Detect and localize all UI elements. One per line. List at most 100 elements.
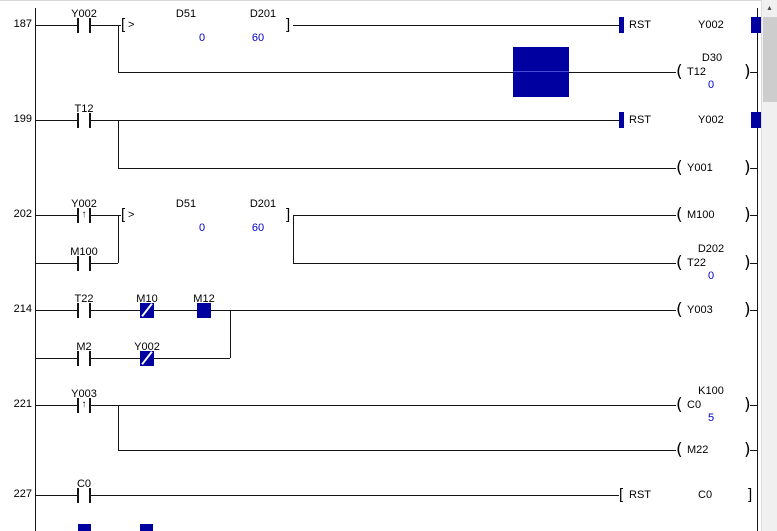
coil-t12[interactable]: T12 (687, 66, 706, 78)
contact-label: Y002 (71, 198, 97, 210)
contact-bar (77, 208, 79, 223)
nc-slash (141, 303, 153, 317)
wire-h (750, 310, 757, 311)
wire-h (750, 215, 757, 216)
contact-m100[interactable] (77, 256, 91, 271)
contact-y002-pulse[interactable]: ↑ (77, 208, 91, 223)
contact-m12-energized[interactable] (197, 303, 211, 318)
compare-operand-1[interactable]: D51 (175, 198, 197, 210)
compare-close-bracket: ] (286, 16, 291, 33)
wire-h (750, 263, 757, 264)
wire-h (35, 263, 118, 264)
rst-device[interactable]: Y002 (698, 19, 724, 31)
wire-h (293, 25, 619, 26)
contact-bar (77, 303, 79, 318)
coil-y001[interactable]: Y001 (687, 162, 713, 174)
wire-h (35, 310, 676, 311)
coil-open-paren: ( (676, 395, 683, 415)
wire-v (118, 405, 119, 450)
monitor-value: 60 (251, 32, 265, 44)
wire-v (118, 215, 119, 263)
wire-h (293, 215, 676, 216)
edit-cursor[interactable] (513, 47, 569, 97)
contact-c0[interactable] (77, 488, 91, 503)
monitor-value: 0 (198, 32, 206, 44)
contact-bar (209, 303, 211, 318)
rst-device[interactable]: Y002 (698, 114, 724, 126)
contact-bar (89, 208, 91, 223)
compare-operand-2[interactable]: D201 (249, 8, 277, 20)
contact-label: M100 (70, 246, 98, 258)
compare-operand-2[interactable]: D201 (249, 198, 277, 210)
contact-bar (77, 113, 79, 128)
wire-h (35, 405, 676, 406)
monitor-value: 0 (707, 270, 715, 282)
coil-close-paren: ) (744, 440, 751, 460)
contact-bar (77, 398, 79, 413)
coil-m100[interactable]: M100 (687, 209, 715, 221)
compare-operand-1[interactable]: D51 (175, 8, 197, 20)
rst-device[interactable]: C0 (698, 489, 713, 501)
compare-operator[interactable]: > (128, 209, 135, 221)
contact-m10-nc-energized[interactable] (140, 303, 154, 318)
contact-bar (89, 303, 91, 318)
coil-open-paren: ( (676, 440, 683, 460)
contact-bar (77, 351, 79, 366)
partial-contact-energized (78, 524, 91, 531)
wire-h (293, 263, 676, 264)
coil-close-paren: ) (744, 62, 751, 82)
coil-close-paren: ) (744, 253, 751, 273)
rst-instruction[interactable]: RST (629, 19, 651, 31)
contact-t12[interactable] (77, 113, 91, 128)
coil-preset: D30 (701, 52, 723, 64)
pulse-arrow-icon: ↑ (81, 399, 87, 410)
rung-214-number: 214 (13, 303, 32, 315)
rung-221-number: 221 (13, 398, 32, 410)
rst-close-bracket: ] (748, 486, 753, 503)
cursor-wire (513, 71, 569, 72)
contact-bar (89, 398, 91, 413)
coil-close-paren: ) (744, 395, 751, 415)
wire-v (118, 120, 119, 168)
contact-bar (89, 113, 91, 128)
power-flow-cap (751, 112, 763, 128)
coil-t22[interactable]: T22 (687, 257, 706, 269)
rst-instruction[interactable]: RST (629, 114, 651, 126)
contact-m2[interactable] (77, 351, 91, 366)
top-border (0, 0, 777, 1)
rst-open-bracket-energized (619, 112, 624, 128)
rst-instruction[interactable]: RST (629, 489, 651, 501)
compare-open-bracket: [ (121, 206, 126, 223)
coil-y003[interactable]: Y003 (687, 304, 713, 316)
contact-bar (77, 488, 79, 503)
rung-202-number: 202 (13, 208, 32, 220)
wire-h (750, 450, 757, 451)
wire-h (118, 450, 676, 451)
contact-t22[interactable] (77, 303, 91, 318)
contact-bar (89, 488, 91, 503)
wire-h (118, 168, 676, 169)
scrollbar-thumb[interactable] (763, 17, 777, 102)
vertical-scrollbar[interactable]: ▲ (761, 0, 777, 531)
contact-bar (77, 18, 79, 33)
coil-c0[interactable]: C0 (687, 399, 702, 411)
monitor-value: 5 (707, 412, 715, 424)
wire-h (750, 168, 757, 169)
rung-199-number: 199 (13, 113, 32, 125)
rung-227-number: 227 (13, 488, 32, 500)
contact-label: M10 (136, 293, 158, 305)
coil-m22[interactable]: M22 (687, 444, 709, 456)
coil-close-paren: ) (744, 205, 751, 225)
compare-operator[interactable]: > (128, 19, 135, 31)
contact-label: M12 (193, 293, 215, 305)
rst-open-bracket: [ (619, 486, 624, 503)
contact-y002[interactable] (77, 18, 91, 33)
contact-y002-nc-energized[interactable] (140, 351, 154, 366)
contact-bar (197, 303, 199, 318)
monitor-value: 60 (251, 222, 265, 234)
coil-open-paren: ( (676, 158, 683, 178)
contact-label: C0 (76, 478, 92, 490)
contact-y003-pulse[interactable]: ↑ (77, 398, 91, 413)
scrollbar-up-button[interactable]: ▲ (766, 5, 773, 12)
